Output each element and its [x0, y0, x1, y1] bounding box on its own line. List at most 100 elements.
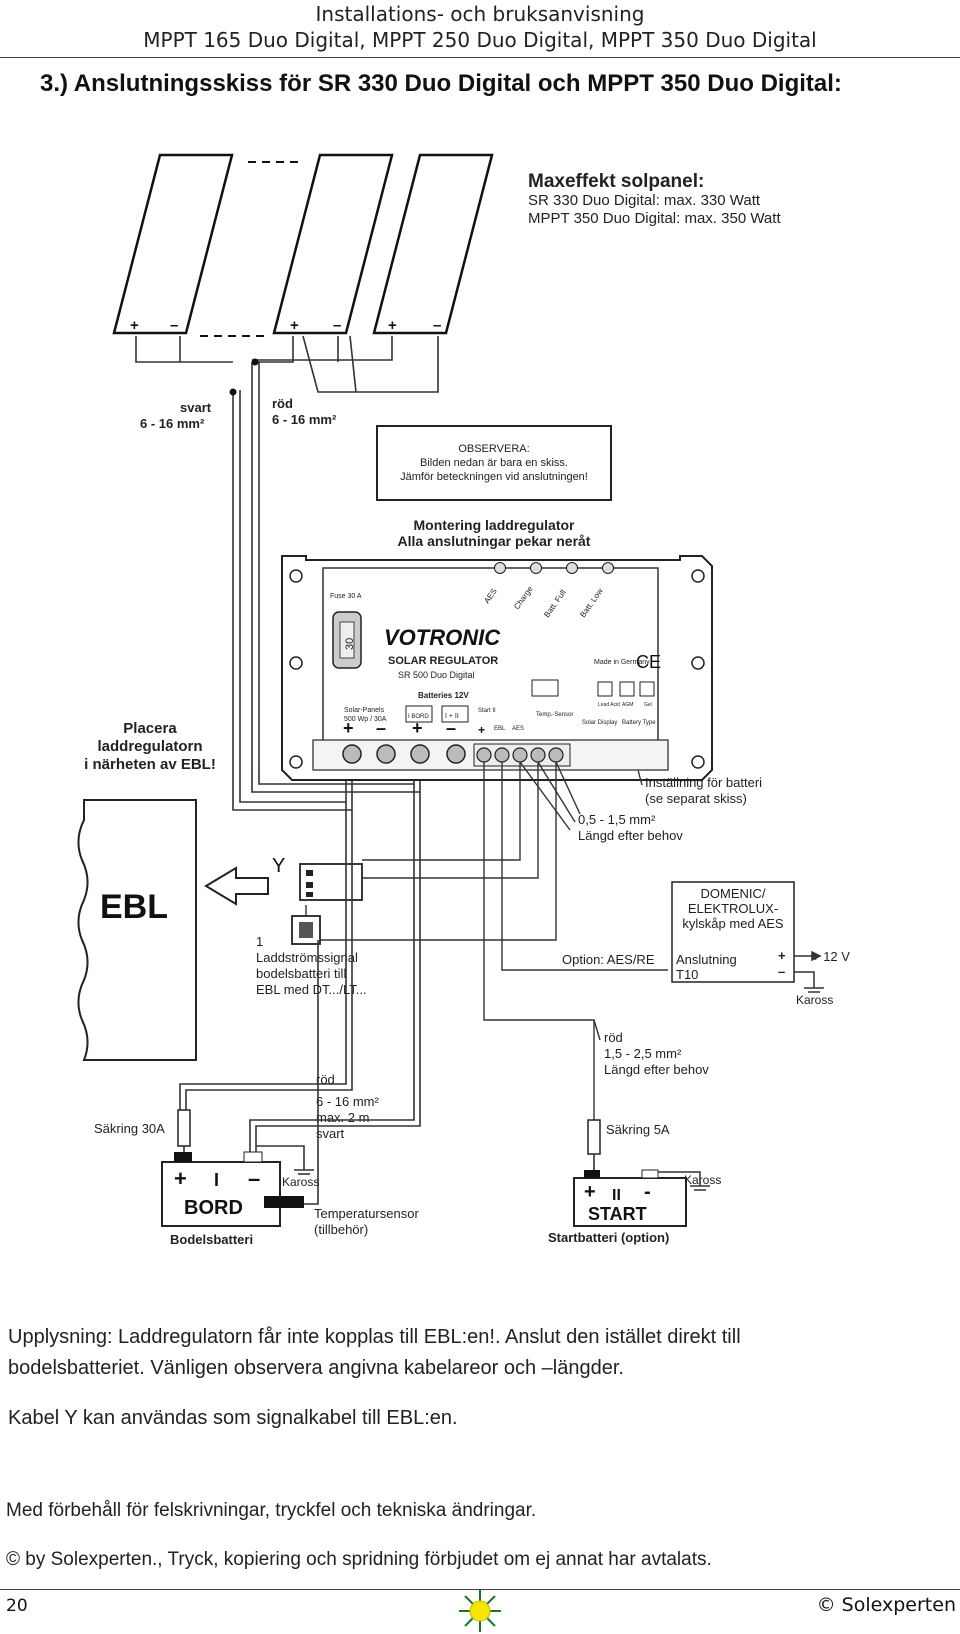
cable-y-note: Kabel Y kan användas som signalkabel til…	[8, 1407, 458, 1429]
aes-plus-sign: +	[778, 948, 786, 963]
page-number: 20	[6, 1596, 28, 1616]
ladd-signal-3: bodelsbatteri till	[256, 966, 346, 981]
start-num: II	[612, 1187, 621, 1204]
rod-start-2: 1,5 - 2,5 mm²	[604, 1046, 682, 1061]
start-plus: +	[584, 1181, 596, 1203]
rod-size: 6 - 16 mm²	[272, 412, 337, 427]
info-paragraph-line-1: Upplysning: Laddregulatorn får inte kopp…	[8, 1326, 741, 1348]
header-divider	[0, 57, 960, 58]
footer-divider	[0, 1589, 960, 1590]
maxeffekt-line-1: SR 330 Duo Digital: max. 330 Watt	[528, 192, 761, 209]
fuse-value: 30	[344, 638, 356, 650]
bord-num: I	[214, 1170, 219, 1190]
solar-display-tag: Solar Display	[582, 720, 617, 726]
svg-text:+: +	[343, 718, 354, 738]
svart-label: svart	[180, 400, 212, 415]
start-tag: Start II	[478, 708, 496, 714]
kabel-05-length: Längd efter behov	[578, 828, 683, 843]
disclaimer: Med förbehåll för felskrivningar, tryckf…	[6, 1500, 537, 1521]
installning-line-2: (se separat skiss)	[645, 791, 747, 806]
arrow-to-ebl-icon	[204, 866, 269, 906]
solar-rating-label: 500 Wp / 30A	[344, 716, 387, 723]
ce-mark: CE	[636, 652, 661, 672]
bord-minus: –	[248, 1166, 260, 1191]
wiring-diagram: + – + – + – Maxeffekt solpanel: SR 330 D…	[77, 153, 850, 1247]
header-line-1: Installations- och bruksanvisning	[315, 2, 645, 26]
aes-minus-sign: –	[778, 964, 785, 979]
rod-start-3: Längd efter behov	[604, 1062, 709, 1077]
rod-start-1: röd	[604, 1030, 623, 1045]
rod-bord-3: max. 2 m	[316, 1110, 369, 1125]
bord-plus: +	[174, 1166, 187, 1191]
start-caption: Startbatteri (option)	[548, 1230, 669, 1245]
ladd-signal-1: 1	[256, 934, 263, 949]
option-aes-label: Option: AES/RE	[562, 952, 655, 967]
kabel-05-size: 0,5 - 1,5 mm²	[578, 812, 656, 827]
panel-1-plus: +	[130, 317, 139, 334]
kaross-aes: Kaross	[796, 993, 833, 1007]
anslutning-line-1: Anslutning	[676, 952, 737, 967]
info-paragraph-line-2: bodelsbatteriet. Vänligen observera angi…	[8, 1357, 624, 1379]
fuse-30a	[177, 1109, 191, 1147]
batteries-label: Batteries 12V	[418, 691, 469, 700]
montering-line-1: Montering laddregulator	[414, 517, 576, 533]
start-minus: -	[644, 1181, 651, 1203]
bord-caption: Bodelsbatteri	[170, 1232, 253, 1247]
rod-bord-2: 6 - 16 mm²	[316, 1094, 380, 1109]
header-line-2: MPPT 165 Duo Digital, MPPT 250 Duo Digit…	[143, 28, 817, 52]
temp-sensor-tag: Temp.-Sensor	[536, 712, 573, 718]
y-label: Y	[272, 855, 285, 877]
temp-sensor-2: (tillbehör)	[314, 1222, 368, 1237]
kaross-start: Kaross	[684, 1173, 721, 1187]
page-title: 3.) Anslutningsskiss för SR 330 Duo Digi…	[40, 70, 842, 97]
ebl-board	[77, 799, 197, 1061]
fuse-label: Fuse 30 A	[330, 593, 362, 600]
ladd-signal-2: Laddströmssignal	[256, 950, 358, 965]
observera-line-1: Bilden nedan är bara en skiss.	[420, 457, 568, 469]
bord-battery	[161, 1161, 281, 1227]
votronic-brand: VOTRONIC	[384, 625, 501, 650]
bord-name: BORD	[184, 1197, 243, 1219]
lead-acid-tag: Lead Acid	[598, 702, 620, 708]
placera-line-3: i närheten av EBL!	[84, 756, 216, 773]
rod-label: röd	[272, 396, 293, 411]
i-ii-tag: I + II	[445, 713, 459, 720]
observera-box	[376, 425, 612, 501]
fuse-5a	[587, 1119, 601, 1155]
plus-12v: + 12 V	[812, 949, 850, 964]
temp-sensor-1: Temperatursensor	[314, 1206, 419, 1221]
observera-title: OBSERVERA:	[458, 443, 529, 455]
solar-panel-2	[272, 153, 394, 335]
solar-panels-label: Solar-Panels	[344, 707, 385, 714]
placera-line-2: laddregulatorn	[97, 738, 202, 755]
montering-line-2: Alla anslutningar pekar neråt	[398, 533, 591, 549]
placera-line-1: Placera	[123, 720, 177, 737]
start-battery	[573, 1177, 687, 1227]
bord-tag: I BORD	[408, 714, 429, 720]
ladd-signal-4: EBL med DT.../LT...	[256, 982, 367, 997]
regulator-name: SOLAR REGULATOR	[388, 655, 498, 667]
svg-text:–: –	[376, 718, 386, 738]
panel-3-plus: +	[388, 317, 397, 334]
installning-line-1: Inställning för batteri	[645, 775, 762, 790]
sun-logo-icon	[459, 1590, 501, 1632]
domenic-line-3: kylskåp med AES	[682, 916, 783, 931]
agm-tag: AGM	[622, 702, 633, 708]
made-in: Made in Germany	[594, 659, 650, 666]
solar-regulator: AES Charge Batt. Full Batt. Low Fuse 30 …	[281, 555, 713, 781]
domenic-box	[671, 881, 795, 983]
gel-tag: Gel	[644, 702, 652, 708]
solar-panel-3	[372, 153, 494, 335]
maxeffekt-line-2: MPPT 350 Duo Digital: max. 350 Watt	[528, 210, 781, 227]
sakring-5a: Säkring 5A	[606, 1122, 670, 1137]
temperature-sensor	[264, 1196, 304, 1208]
rod-bord-4: svart	[316, 1126, 345, 1141]
aes-tag: AES	[512, 726, 524, 732]
ebl-label: EBL	[100, 888, 168, 926]
battery-type-tag: Battery Type	[622, 720, 656, 726]
domenic-line-1: DOMENIC/	[701, 886, 766, 901]
copyright-notice: © by Solexperten., Tryck, kopiering och …	[6, 1549, 712, 1570]
panel-2-minus: –	[333, 317, 341, 334]
start-name: START	[588, 1204, 647, 1224]
regulator-model: SR 500 Duo Digital	[398, 670, 475, 680]
